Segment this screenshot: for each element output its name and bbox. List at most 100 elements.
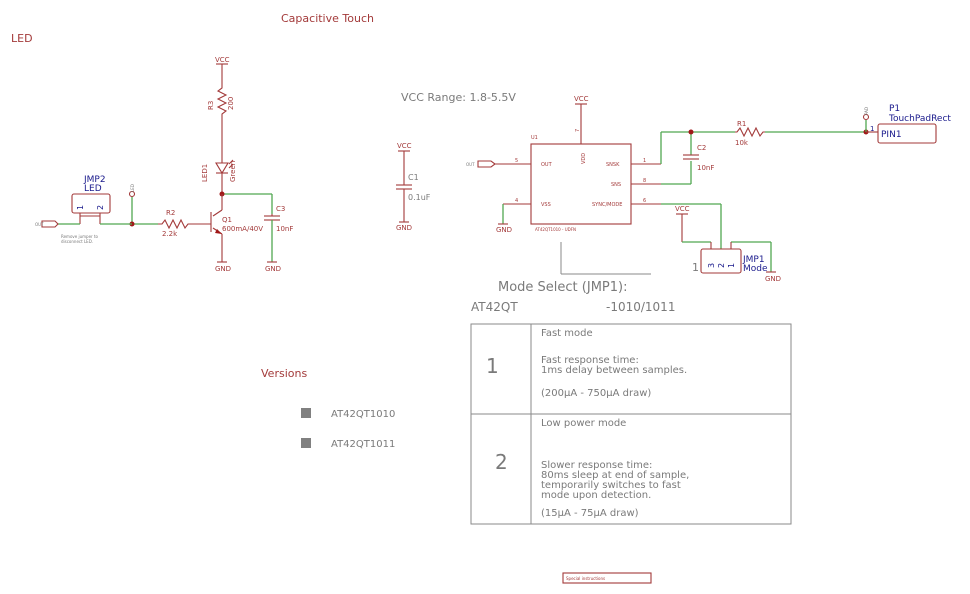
q1-name: Q1 (222, 216, 232, 224)
u1-vcc-label: VCC (574, 95, 589, 103)
mode-2-draw: (15µA - 75µA draw) (541, 508, 639, 519)
mode-1-draw: (200µA - 750µA draw) (541, 388, 651, 399)
mode-1-line-2: 1ms delay between samples. (541, 365, 687, 376)
c1-value: 0.1uF (408, 193, 431, 202)
section-title-capacitive-touch: Capacitive Touch (281, 12, 374, 25)
jmp1-pin-1: 1 (727, 263, 736, 268)
mode-select-section: Mode Select (JMP1): AT42QT -1010/1011 1 … (470, 242, 792, 525)
jmp2-note-line2: disconnect LED. (61, 239, 93, 244)
u1-pin-snsk-label: SNSK (606, 162, 620, 168)
version-label: AT42QT1011 (331, 439, 395, 450)
capacitor-c1[interactable]: C1 0.1uF (396, 173, 431, 202)
jmp2-note-line1: Remove jumper to (61, 234, 99, 239)
capacitor-c2[interactable]: C2 10nF (683, 144, 714, 172)
resistor-r1[interactable]: R1 10k (735, 120, 765, 147)
u1-pin-vss-label: VSS (541, 202, 551, 208)
transistor-q1[interactable]: Q1 600mA/40V (210, 194, 263, 238)
c3-gnd-label: GND (265, 265, 281, 273)
jmp1-vcc-label: VCC (675, 205, 690, 213)
versions-list: AT42QT1010 AT42QT1011 (301, 408, 395, 450)
r2-name: R2 (166, 209, 175, 217)
jmp2-name: JMP2 (83, 175, 106, 185)
mode-2-number: 2 (495, 450, 508, 474)
section-title-versions: Versions (261, 367, 307, 380)
version-item[interactable]: AT42QT1011 (301, 438, 395, 450)
net-label-led: LED (130, 184, 135, 192)
decoupling-circuit: VCC C1 0.1uF GND (396, 142, 431, 232)
jumper-jmp2[interactable]: JMP2 LED 1 2 (71, 175, 111, 224)
jmp2-out-netlabel: OUT (35, 222, 44, 227)
led-led1[interactable]: LED1 Green (201, 158, 237, 182)
resistor-r3[interactable]: R3 200 (207, 84, 235, 118)
u1-out-netlabel: OUT (466, 162, 475, 167)
special-instructions-box: Special instructions (562, 572, 652, 584)
r2-value: 2.2k (162, 230, 178, 238)
mode-select-col-left: AT42QT (471, 300, 518, 314)
led-circuit: VCC R3 200 LED1 Green (35, 56, 293, 273)
q1-value: 600mA/40V (222, 225, 263, 233)
c2-value: 10nF (697, 164, 714, 172)
p1-pin-num: 1 (870, 125, 874, 133)
u1-pin-vss-num: 4 (515, 198, 518, 204)
c1-gnd-label: GND (396, 224, 412, 232)
mode-1-line-1: Fast response time: (541, 355, 639, 366)
jumper-jmp1[interactable]: VCC GND 3 2 1 1 JMP1 Mode (661, 203, 781, 283)
c1-name: C1 (408, 173, 419, 182)
u1-pin-sns-num: 8 (643, 178, 646, 184)
jmp1-pin-2: 2 (717, 263, 726, 268)
led1-value: Green (229, 161, 237, 182)
capacitor-c3[interactable]: C3 10nF (264, 205, 293, 233)
c3-name: C3 (276, 205, 285, 213)
touch-circuit: C2 10nF R1 10k PAD 1 P1 TouchPadRect PIN… (660, 104, 951, 185)
r1-value: 10k (735, 139, 749, 147)
mode-select-title: Mode Select (JMP1): (498, 280, 627, 295)
led-vcc-label: VCC (215, 56, 230, 64)
mode-2-line-2: 80ms sleep at end of sample, (541, 470, 689, 481)
mode-2-line-4: mode upon detection. (541, 490, 651, 501)
mode-table: 1 Fast mode Fast response time: 1ms dela… (470, 323, 792, 525)
c2-name: C2 (697, 144, 706, 152)
mode-2-line-1: Slower response time: (541, 460, 652, 471)
u1-pin-vdd-label: VDD (581, 153, 587, 164)
jmp2-pin1: 1 (76, 205, 85, 210)
mode-1-title: Fast mode (541, 328, 593, 339)
u1-pin-sns-label: SNS (611, 182, 621, 188)
mode-1-number: 1 (486, 354, 499, 378)
mode-row-1: 1 Fast mode Fast response time: 1ms dela… (486, 328, 687, 399)
u1-pin-sync-num: 6 (643, 198, 646, 204)
u1-pin-vdd-num: 7 (575, 129, 581, 132)
p1-value: TouchPadRect (888, 114, 951, 124)
u1-name: U1 (531, 135, 538, 141)
q1-gnd-label: GND (215, 265, 231, 273)
u1-pin-out-num: 5 (515, 158, 518, 164)
p1-name: P1 (889, 104, 900, 114)
c1-vcc-label: VCC (397, 142, 412, 150)
mode-2-line-3: temporarily switches to fast (541, 480, 681, 491)
jmp2-pin2: 2 (96, 205, 105, 210)
r3-value: 200 (227, 97, 235, 110)
jmp2-value: LED (84, 184, 102, 194)
jmp1-value: Mode (743, 264, 768, 274)
jmp1-pin-3: 3 (707, 263, 716, 268)
p1-pad-label: PIN1 (881, 130, 902, 140)
version-checkbox-icon[interactable] (301, 438, 311, 448)
vcc-range-note: VCC Range: 1.8-5.5V (401, 91, 516, 104)
u1-gnd-label: GND (496, 226, 512, 234)
version-checkbox-icon[interactable] (301, 408, 311, 418)
mode-2-title: Low power mode (541, 418, 626, 429)
ic-u1[interactable]: U1 AT42QT1010 - UDFN VCC 7 VDD 5 OUT OUT… (466, 95, 661, 234)
mode-select-col-right: -1010/1011 (606, 300, 675, 314)
special-instructions-label: Special instructions (566, 576, 605, 581)
touch-pad-p1[interactable]: P1 TouchPadRect PIN1 (877, 104, 951, 144)
jmp1-gnd-label: GND (765, 275, 781, 283)
c3-value: 10nF (276, 225, 293, 233)
u1-pin-sync-label: SYNC/MODE (592, 202, 622, 208)
jmp1-name: JMP1 (742, 255, 765, 265)
resistor-r2[interactable]: R2 2.2k (158, 209, 192, 238)
section-title-led: LED (11, 32, 33, 45)
led1-name: LED1 (201, 164, 209, 182)
version-item[interactable]: AT42QT1010 (301, 408, 395, 420)
u1-pin-out-label: OUT (541, 162, 553, 168)
jmp1-pin-marker: 1 (692, 261, 699, 274)
